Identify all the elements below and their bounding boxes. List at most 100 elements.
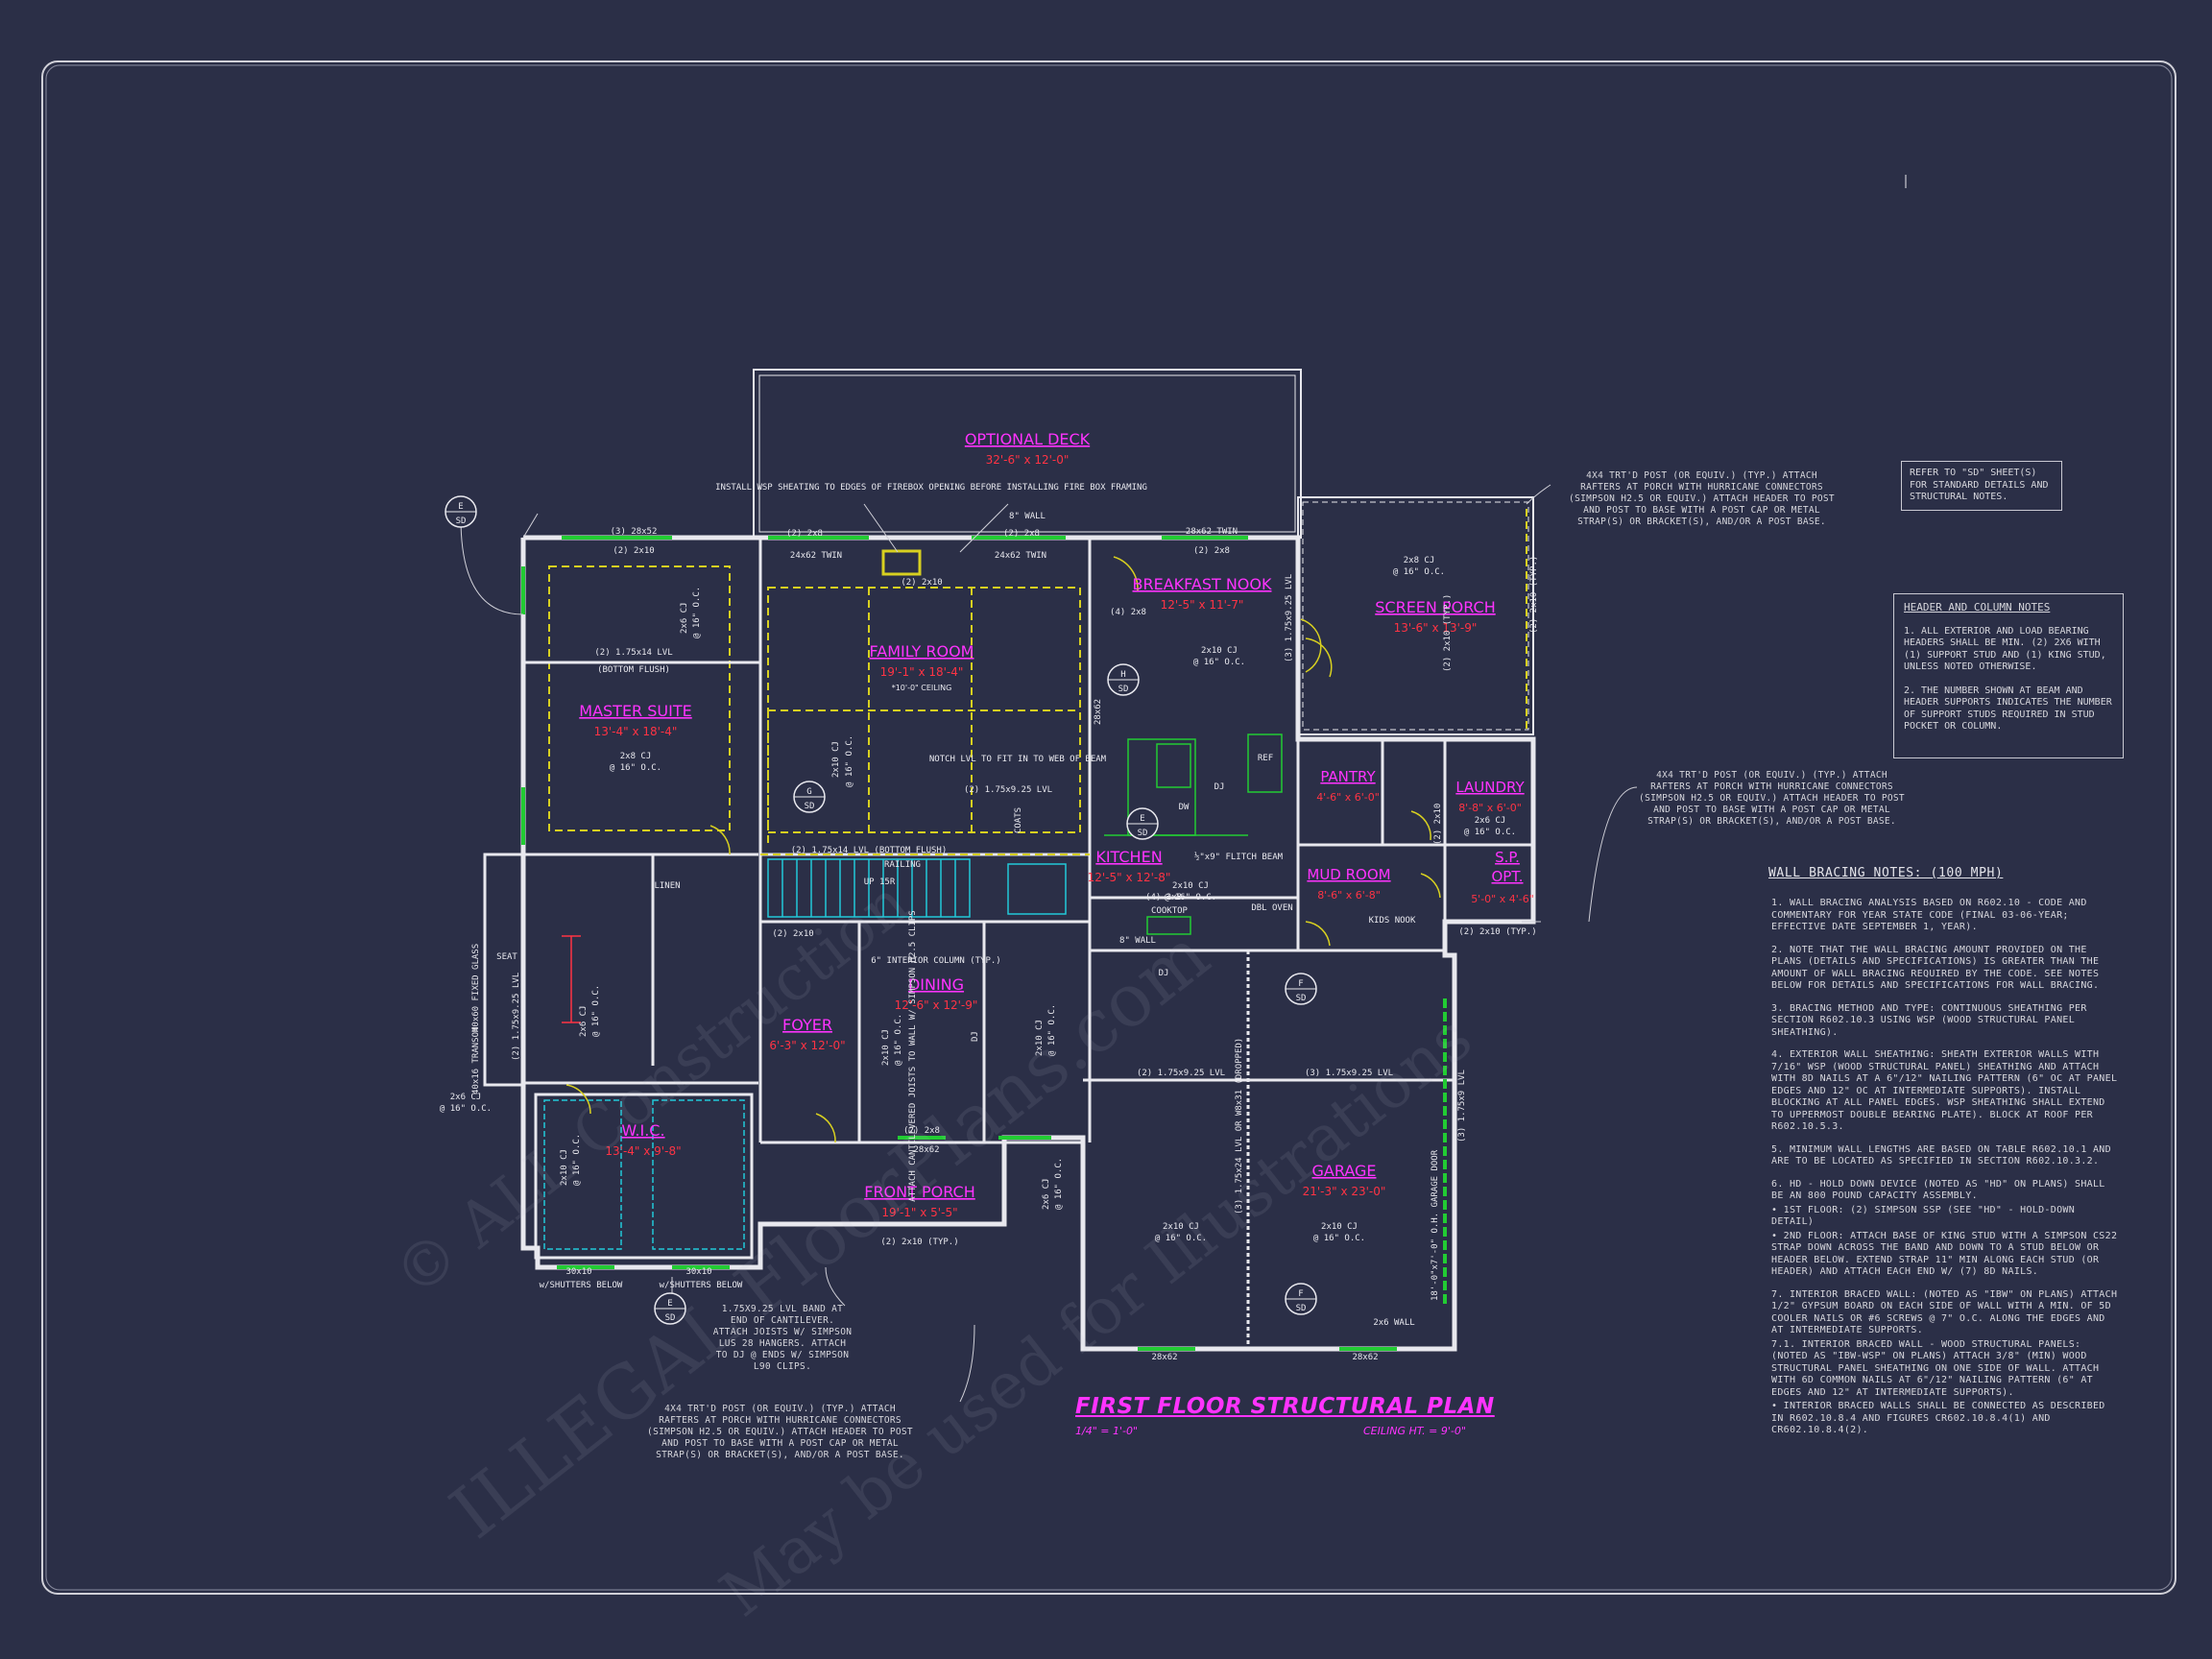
oc-label: @ 16" O.C. (1155, 1234, 1207, 1243)
wall-label: 8" WALL (1009, 512, 1046, 521)
room-dim: 8'-8" x 6'-0" (1458, 802, 1522, 814)
room-name: OPTIONAL DECK (965, 430, 1091, 448)
wall-label: 8" WALL (1119, 936, 1156, 946)
room-dim: 13'-4" x 9'-8" (605, 1144, 681, 1158)
room-dim: 19'-1" x 18'-4" (880, 665, 964, 679)
cj-label: 2x8 CJ (620, 752, 652, 761)
staircase (543, 858, 1067, 1250)
header-label: (2) 2x8 (786, 529, 823, 539)
cj-label: 2x6 CJ (1042, 1178, 1051, 1210)
seat-label: SEAT (496, 952, 517, 962)
oc-label: @ 16" O.C. (572, 1134, 582, 1186)
window-label: (3) 28x52 (611, 527, 658, 537)
room-dim: 12'-5" x 12'-8" (1088, 871, 1171, 884)
wall-bracing-item: • 2ND FLOOR: ATTACH BASE OF KING STUD WI… (1771, 1230, 2118, 1278)
detail-tag-letter: F (1298, 1289, 1303, 1299)
lvl-label: (3) 1.75x9.25 LVL (1285, 574, 1294, 662)
wall-bracing-title: WALL BRACING NOTES: (100 MPH) (1768, 866, 2004, 880)
kids-nook-label: KIDS NOOK (1369, 916, 1416, 926)
room-name: W.I.C. (621, 1121, 664, 1140)
cj-label: 2x10 CJ (560, 1149, 569, 1186)
sheet-border (41, 60, 2176, 1595)
structural-labels: (2) 1.75x14 LVL (BOTTOM FLUSH) 2x8 CJ @ … (440, 512, 1537, 1362)
detail-tag-sheet: SD (1296, 994, 1307, 1003)
coats-label: COATS (1014, 807, 1023, 833)
cj-label: 2x10 CJ (881, 1029, 891, 1066)
railing-label: RAILING (884, 860, 921, 870)
oc-label: @ 16" O.C. (610, 763, 661, 773)
shutters-label: w/SHUTTERS BELOW (540, 1281, 623, 1290)
ceiling-height: CEILING HT. = 9'-0" (1363, 1425, 1466, 1437)
detail-tag-sheet: SD (1138, 829, 1148, 838)
room-name: SCREEN PORCH (1375, 598, 1495, 616)
cj-label: 2x10 CJ (1321, 1222, 1358, 1232)
fireplace-icon (881, 549, 922, 576)
cj-label: 2x6 CJ (1475, 816, 1506, 826)
linen-label: LINEN (654, 881, 680, 891)
fixed-glass-label: 40x60 FIXED GLASS (471, 944, 481, 1032)
sd-reference-note: REFER TO "SD" SHEET(S) FOR STANDARD DETA… (1901, 461, 2062, 511)
garage-beam-label: (3) 1.75x24 LVL OR W8x31 (DROPPED) (1235, 1038, 1244, 1214)
detail-tag-letter: H (1120, 670, 1125, 680)
header-label: (2) 2x8 (903, 1126, 940, 1136)
header-label: (4) 2x8 (1110, 608, 1146, 617)
header-label: (2) 2x10 (TYP.) (1443, 594, 1453, 672)
plan-title: FIRST FLOOR STRUCTURAL PLAN (1075, 1394, 1495, 1419)
firebox-callout: INSTALL WSP SHEATING TO EDGES OF FIREBOX… (715, 483, 1147, 493)
room-name: S.P. (1495, 849, 1520, 866)
detail-tag-letter: F (1298, 979, 1303, 989)
cj-label: 2x8 CJ (1404, 556, 1435, 565)
post-note-bottom: 4x4 TRT'D POST (OR EQUIV.) (TYP.) ATTACH… (647, 1404, 913, 1460)
wall-label: 2x6 WALL (1373, 1318, 1414, 1328)
cj-label: 2x10 CJ (1035, 1020, 1045, 1056)
detail-tag-sheet: SD (665, 1313, 676, 1323)
room-dim: 19'-1" x 5'-5" (881, 1206, 957, 1219)
callouts: INSTALL WSP SHEATING TO EDGES OF FIREBOX… (715, 483, 1147, 1202)
wall-bracing-item: 2. NOTE THAT THE WALL BRACING AMOUNT PRO… (1771, 944, 2100, 992)
attach-joists-callout: ATTACH CANTILEVERED JOISTS TO WALL W/ SI… (908, 910, 918, 1201)
room-labels: OPTIONAL DECK 32'-6" x 12'-0" BREAKFAST … (579, 430, 1534, 1219)
column-label: 6" INTERIOR COLUMN (TYP.) (871, 956, 1000, 966)
wall-bracing-item: 7.1. INTERIOR BRACED WALL - WOOD STRUCTU… (1771, 1338, 2100, 1398)
bottom-flush-label: (BOTTOM FLUSH) (597, 665, 670, 675)
header-notes-title: HEADER AND COLUMN NOTES (1904, 601, 2051, 613)
header-label: (2) 2x10 (901, 578, 942, 588)
room-dim: 32'-6" x 12'-0" (986, 453, 1070, 467)
header-note-1: 1. ALL EXTERIOR AND LOAD BEARING HEADERS… (1904, 625, 2106, 673)
lvl-label: (2) 1.75x9.25 LVL (1137, 1069, 1225, 1078)
oc-label: @ 16" O.C. (1464, 828, 1516, 837)
header-label: (2) 2x8 (1193, 546, 1230, 556)
header-label: (2) 2x10 (772, 929, 813, 939)
room-extra: OPT. (1491, 868, 1523, 885)
window-label: 28x62 TWIN (1186, 527, 1238, 537)
oc-label: @ 16" O.C. (1193, 658, 1245, 667)
plan-scale: 1/4" = 1'-0" (1075, 1425, 1139, 1437)
lvl-master-label: (2) 1.75x14 LVL (594, 648, 672, 658)
detail-tag-letter: E (1140, 814, 1144, 824)
post-note-mid: 4x4 TRT'D POST (OR EQUIV.) (TYP.) ATTACH… (1639, 770, 1905, 827)
wall-bracing-item: 6. HD - HOLD DOWN DEVICE (NOTED AS "HD" … (1771, 1178, 2105, 1202)
wall-bracing-item: 7. INTERIOR BRACED WALL: (NOTED AS "IBW"… (1771, 1288, 2118, 1336)
room-dim: 8'-6" x 6'-8" (1317, 889, 1381, 902)
band-note: 1.75x9.25 LVL BAND AT END OF CANTILEVER.… (712, 1304, 853, 1372)
detail-tag-sheet: SD (1118, 685, 1129, 694)
garage-door-label: 18'-0"x7'-0" O.H. GARAGE DOOR (1431, 1149, 1440, 1301)
oc-label: @ 16" O.C. (1054, 1158, 1064, 1210)
wall-bracing-item: • 1ST FLOOR: (2) SIMPSON SSP (SEE "HD" -… (1771, 1204, 2076, 1228)
room-name: BREAKFAST NOOK (1133, 575, 1272, 593)
vertical-labels: 2x6 CJ @ 16" O.C. 2x10 CJ @ 16" O.C. (3)… (471, 556, 1539, 1301)
wall-bracing-item: 5. MINIMUM WALL LENGTHS ARE BASED ON TAB… (1771, 1143, 2111, 1167)
oc-label: @ 16" O.C. (894, 1014, 903, 1066)
post-note-top: 4x4 TRT'D POST (OR EQUIV.) (TYP.) ATTACH… (1569, 470, 1835, 527)
sheet-border-inner (45, 64, 2173, 1591)
header-label: (2) 2x8 (1003, 529, 1040, 539)
transom-label: 40x16 TRANSOM (471, 1026, 481, 1094)
wall-bracing-item: 3. BRACING METHOD AND TYPE: CONTINUOUS S… (1771, 1002, 2087, 1038)
lvl-label: (2) 1.75x9.25 LVL (964, 785, 1052, 795)
room-name: GARAGE (1312, 1162, 1377, 1180)
cj-label: 2x10 CJ (1163, 1222, 1199, 1232)
oc-label: @ 16" O.C. (440, 1104, 492, 1114)
header-label: (2) 2x10 (1433, 804, 1443, 845)
room-name: LAUNDRY (1455, 779, 1525, 796)
room-dim: 4'-6" x 6'-0" (1316, 791, 1380, 804)
